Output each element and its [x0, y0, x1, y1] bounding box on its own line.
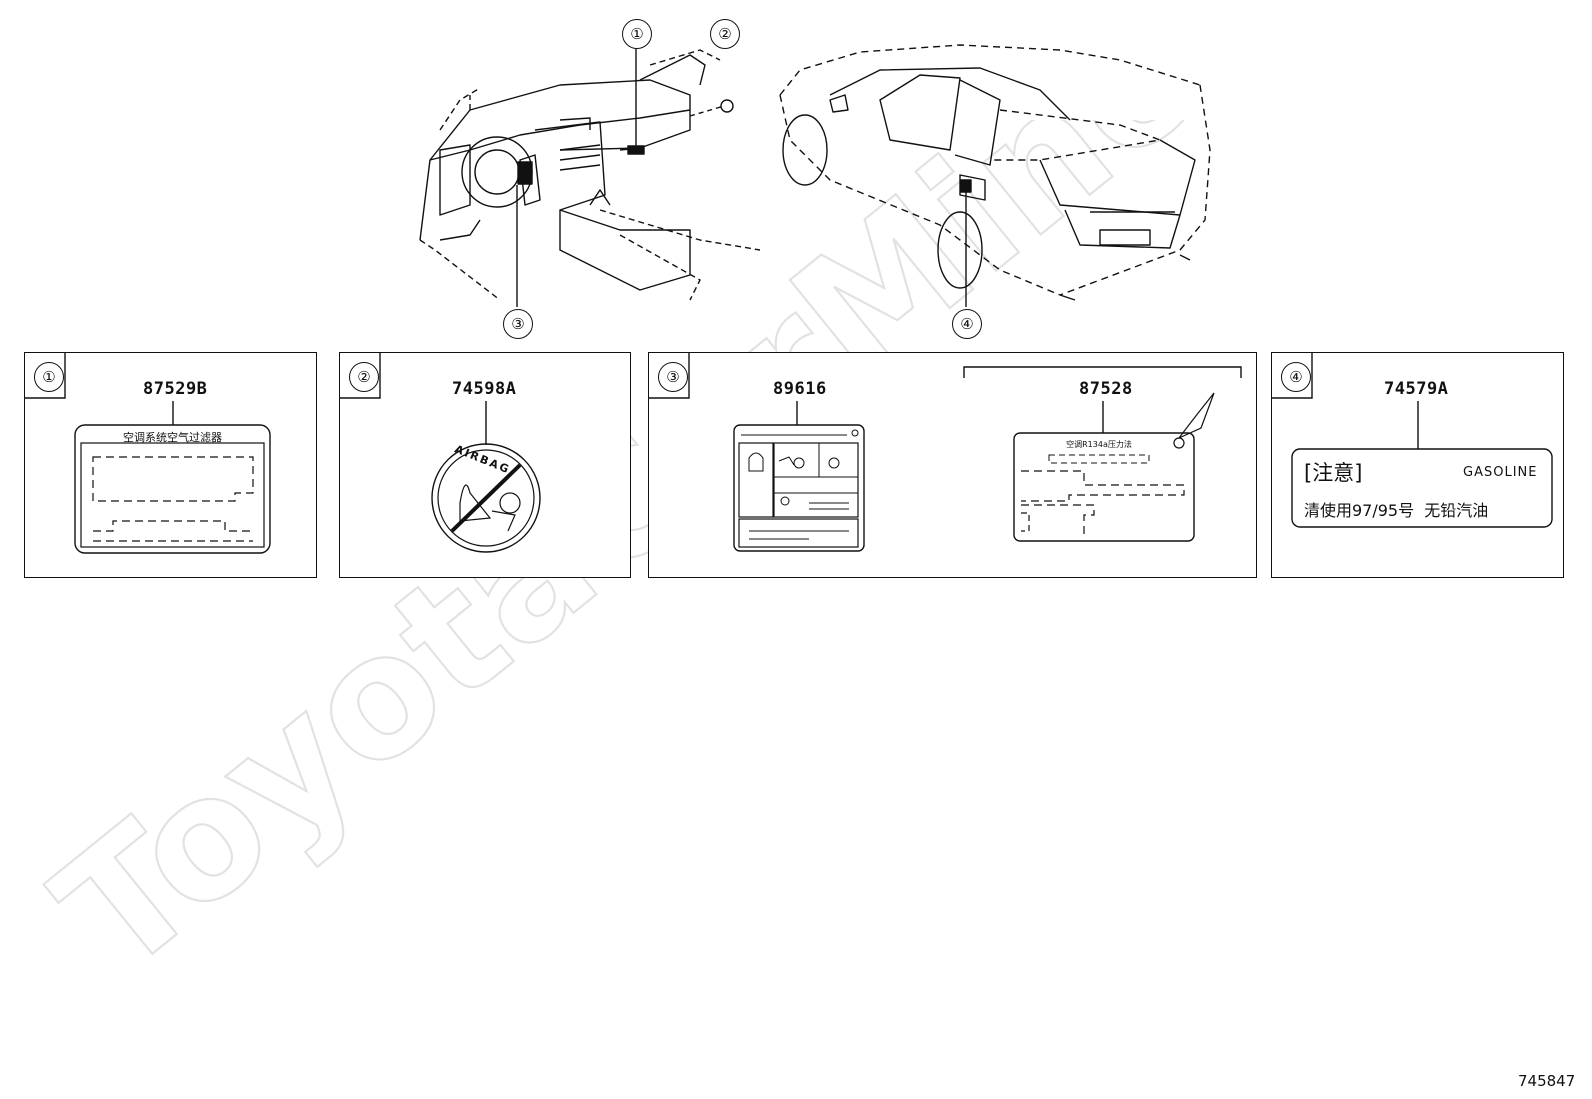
- panel-2-number: ②: [349, 362, 379, 392]
- part-number-87529B[interactable]: 87529B: [143, 379, 208, 399]
- gasoline-text: GASOLINE: [1463, 465, 1538, 480]
- callout-3[interactable]: ③: [503, 309, 533, 339]
- fuel-instruction-text: 清使用97/95号 无铅汽油: [1304, 501, 1489, 520]
- panel-1-number: ①: [34, 362, 64, 392]
- panel-4: ④ 74579A [注意] GASOLINE 清使用97/95号 无铅汽油: [1271, 352, 1564, 578]
- panel-2-lines: [340, 353, 541, 553]
- panel-4-number: ④: [1281, 362, 1311, 392]
- part-number-74598A[interactable]: 74598A: [452, 379, 517, 399]
- interior-illustration: [419, 47, 761, 307]
- panel-3-number: ③: [658, 362, 688, 392]
- panel-2: ② 74598A AIRBAG: [339, 352, 631, 578]
- part-number-74579A[interactable]: 74579A: [1384, 379, 1449, 399]
- label-87529B-title: 空调系统空气过滤器: [123, 431, 222, 444]
- part-number-89616[interactable]: 89616: [773, 379, 827, 399]
- vehicle-illustrations: [419, 44, 1211, 307]
- callout-4[interactable]: ④: [952, 309, 982, 339]
- panel-3: ③ 89616 87528 空调R134a压力法: [648, 352, 1257, 578]
- panel-4-lines: [1272, 353, 1553, 528]
- car-illustration: [779, 44, 1211, 307]
- callout-1[interactable]: ①: [622, 19, 652, 49]
- part-number-87528[interactable]: 87528: [1079, 379, 1133, 399]
- caution-text: [注意]: [1304, 461, 1363, 485]
- callout-2[interactable]: ②: [710, 19, 740, 49]
- panel-3-lines: [649, 353, 1242, 552]
- tag-87528-title: 空调R134a压力法: [1066, 440, 1132, 449]
- diagram-number: 745847: [1518, 1072, 1576, 1090]
- panel-1: ① 87529B 空调系统空气过滤器: [24, 352, 317, 578]
- panel-1-lines: [25, 353, 271, 554]
